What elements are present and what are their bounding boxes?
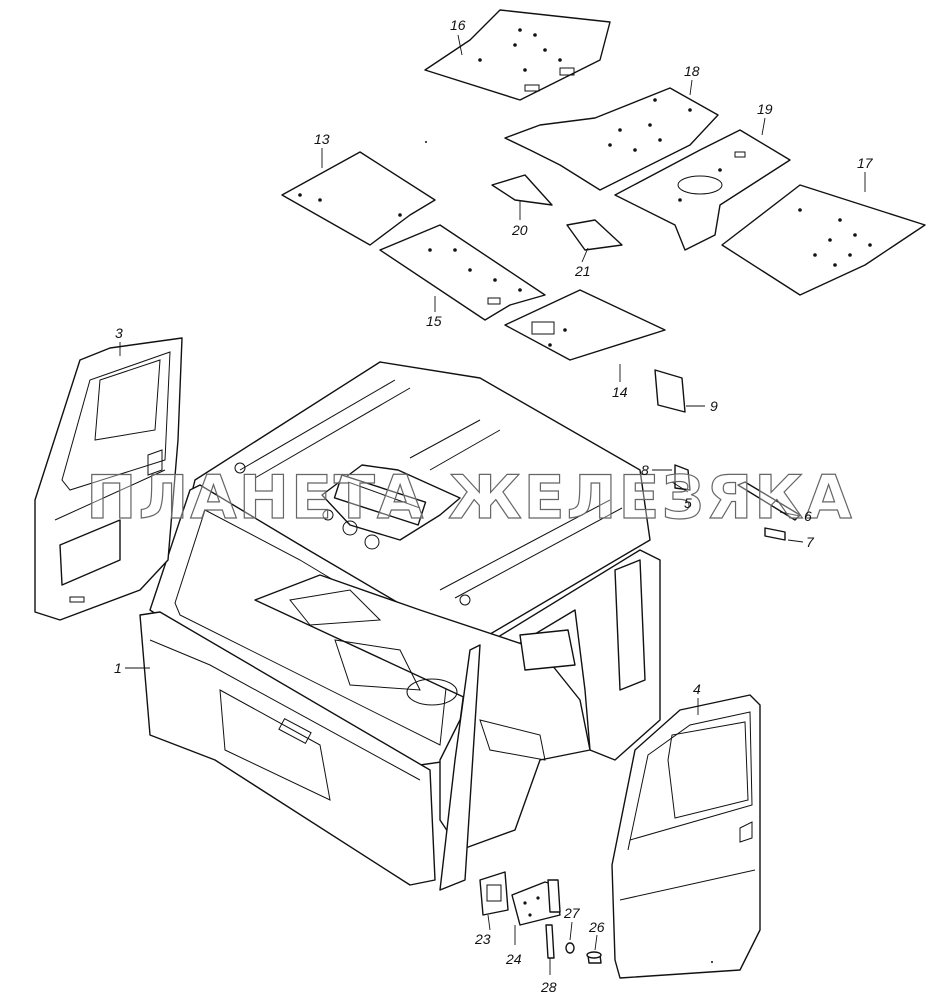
callout-13: 13 (314, 131, 330, 147)
callout-17: 17 (857, 155, 874, 171)
floor-mat-13[interactable] (281, 151, 436, 246)
washer-27[interactable] (565, 942, 575, 954)
floor-mat-21[interactable] (566, 219, 623, 251)
callout-3: 3 (115, 325, 123, 341)
callout-28: 28 (540, 979, 557, 995)
floor-mat-14[interactable] (504, 289, 666, 361)
callout-27: 27 (563, 905, 581, 921)
callout-20: 20 (511, 222, 528, 238)
right-door-4[interactable] (611, 694, 761, 979)
floor-mat-16[interactable] (424, 9, 611, 101)
floor-mat-18[interactable] (504, 87, 719, 191)
callout-23: 23 (474, 931, 491, 947)
cab-body-1[interactable] (139, 361, 661, 891)
callout-14: 14 (612, 384, 628, 400)
watermark-text: ПЛАНЕТА ЖЕЛЕЗЯКА (86, 463, 854, 533)
callout-1: 1 (114, 660, 122, 676)
callout-5: 5 (684, 495, 692, 511)
floor-mat-17[interactable] (721, 184, 926, 296)
hinge-plate-23[interactable] (479, 871, 509, 916)
hinge-24[interactable] (511, 879, 561, 926)
trim-piece-8[interactable] (674, 464, 691, 491)
callout-6: 6 (804, 508, 812, 524)
callout-21: 21 (574, 263, 591, 279)
left-door-3[interactable] (34, 337, 183, 621)
floor-mat-15[interactable] (379, 224, 546, 321)
hinge-pin-28[interactable] (545, 924, 555, 959)
bolt-26[interactable] (586, 951, 602, 964)
callout-18: 18 (684, 63, 700, 79)
callout-24: 24 (505, 951, 522, 967)
callout-19: 19 (757, 101, 773, 117)
floor-mat-19[interactable] (614, 129, 791, 251)
callout-7: 7 (806, 534, 815, 550)
callout-9: 9 (710, 398, 718, 414)
callout-4: 4 (693, 681, 701, 697)
callout-16: 16 (450, 17, 466, 33)
callout-15: 15 (426, 313, 442, 329)
trim-strip-6[interactable] (737, 481, 801, 521)
floor-mat-20[interactable] (491, 174, 553, 206)
trim-pad-7[interactable] (764, 527, 786, 541)
callout-26: 26 (588, 919, 605, 935)
callout-8: 8 (641, 462, 649, 478)
cover-plate-9[interactable] (654, 369, 686, 413)
